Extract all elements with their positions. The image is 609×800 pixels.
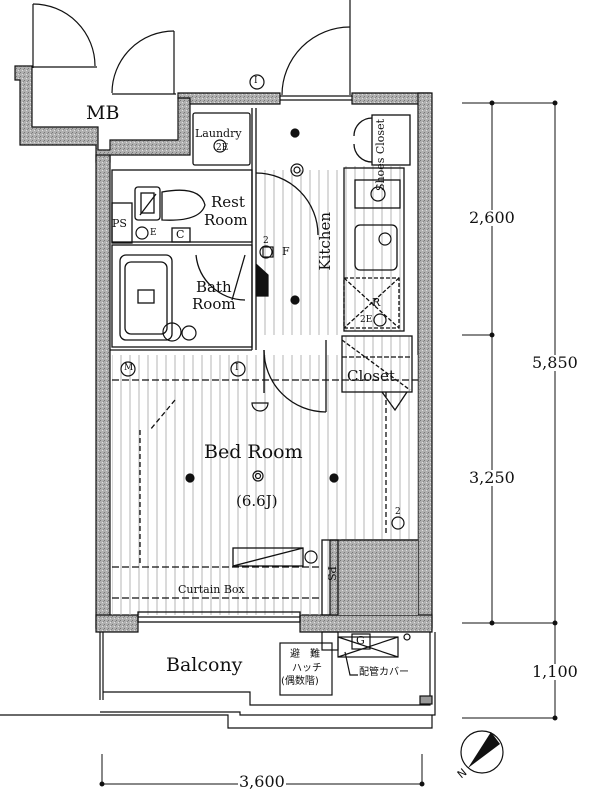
bed-center-light xyxy=(254,472,262,480)
marker-i-bed xyxy=(230,361,246,377)
marker-i-bed-label: I xyxy=(235,363,239,373)
ceiling-light xyxy=(290,295,300,305)
outlet xyxy=(181,325,197,341)
dimension-depth-upper: 2,600 xyxy=(468,208,516,227)
bed-center-light xyxy=(252,470,264,482)
ceiling-light xyxy=(329,473,339,483)
dimension-depth-lower: 3,250 xyxy=(468,468,516,487)
left-wall xyxy=(95,154,111,629)
outlet xyxy=(391,516,405,530)
room-label-bed-room: Bed Room xyxy=(204,441,303,463)
escape-hatch-label-1: 避 難 xyxy=(290,649,320,660)
dimension-width: 3,600 xyxy=(238,772,286,791)
downlight xyxy=(290,163,304,177)
bottom-wall-right xyxy=(299,614,433,633)
curtain-box-label: Curtain Box xyxy=(178,583,245,596)
kitchen-counter-floor xyxy=(344,166,404,331)
marker-m xyxy=(120,361,136,377)
room-label-bath-2: Room xyxy=(192,295,236,313)
room-label-closet: Closet xyxy=(347,367,395,385)
compass-ring xyxy=(460,730,504,774)
balcony-outline xyxy=(0,631,436,729)
outlet xyxy=(304,550,318,564)
hall-floor xyxy=(254,170,344,335)
gas-meter-label: G xyxy=(356,634,365,647)
room-label-shoes-closet: Shoes Closet xyxy=(374,119,387,192)
smoke-detector xyxy=(251,402,269,412)
marker-i-top xyxy=(249,74,265,90)
outlet xyxy=(213,139,227,153)
fridge-label: R xyxy=(372,296,381,309)
bed-room-size: (6.6J) xyxy=(236,492,278,510)
dimension-depth-total: 5,850 xyxy=(531,353,579,372)
room-label-mb: MB xyxy=(86,102,120,124)
outlet-count-label: 2 xyxy=(395,507,401,517)
ps-label-top: PS xyxy=(112,217,127,230)
partitions xyxy=(110,108,418,623)
e-label: E xyxy=(150,228,157,238)
stove-burner xyxy=(370,186,386,202)
compass-needle-icon xyxy=(468,732,500,768)
ceiling-light xyxy=(185,473,195,483)
outlet xyxy=(162,322,182,342)
closet-floor xyxy=(342,336,412,391)
room-label-balcony: Balcony xyxy=(166,654,243,676)
fixtures xyxy=(120,74,405,564)
room-label-rest-room-2: Room xyxy=(204,211,248,229)
top-doors xyxy=(32,0,352,101)
outlet xyxy=(135,226,149,240)
escape-hatch-label-3: (偶数階) xyxy=(281,676,319,687)
c-label: C xyxy=(176,228,185,241)
dimension-depth-balcony: 1,100 xyxy=(531,662,579,681)
fc-label: F xyxy=(282,245,290,258)
laundry-outlet-label: 2E xyxy=(216,143,229,153)
outlet xyxy=(378,232,392,246)
ceiling-light xyxy=(290,128,300,138)
room-label-laundry: Laundry xyxy=(195,127,242,140)
outlet xyxy=(259,245,273,259)
room-label-kitchen: Kitchen xyxy=(316,212,334,271)
downlight xyxy=(293,166,301,174)
ps-label-bottom: PS xyxy=(325,566,338,581)
dimension-lines xyxy=(99,100,558,787)
room-label-bath-1: Bath xyxy=(196,278,232,296)
marker-m-label: M xyxy=(124,363,134,373)
room-label-rest-room-1: Rest xyxy=(211,193,245,211)
right-wall xyxy=(417,92,433,629)
bottom-wall-left xyxy=(95,614,139,633)
outlet xyxy=(373,313,387,327)
outlet-count-label: 2 xyxy=(263,236,269,246)
fridge-outlet-label: 2E xyxy=(360,315,373,325)
top-wall xyxy=(177,92,281,105)
pipe-cover-label: 配管カバー xyxy=(359,667,409,678)
switch-wedge xyxy=(256,263,269,297)
bed-notch-cover xyxy=(330,540,418,615)
marker-i-top-label: I xyxy=(254,76,258,86)
escape-hatch-label-2: ハッチ xyxy=(292,663,322,674)
north-compass xyxy=(460,730,504,774)
